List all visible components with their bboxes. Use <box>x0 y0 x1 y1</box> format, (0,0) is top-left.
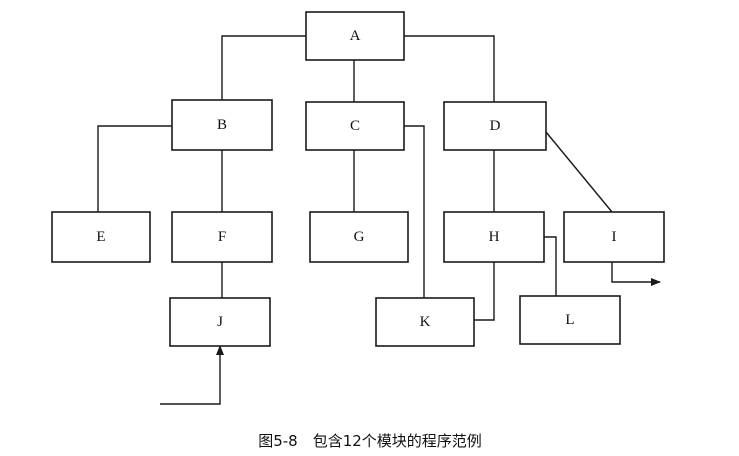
input-arrow-to-j <box>160 345 224 405</box>
module-g-label: G <box>354 229 365 245</box>
module-j: J <box>169 297 271 347</box>
figure-caption: 图5-8 包含12个模块的程序范例 <box>258 432 482 450</box>
module-c-label: C <box>350 118 360 134</box>
connector-h-l <box>544 236 557 296</box>
connector-b-e <box>97 125 172 212</box>
module-l: L <box>519 295 621 345</box>
connector-c-k <box>404 125 425 298</box>
module-h-label: H <box>489 229 500 245</box>
module-e: E <box>51 211 151 263</box>
module-b-label: B <box>217 117 227 133</box>
module-i-label: I <box>612 229 617 245</box>
module-e-label: E <box>96 229 105 245</box>
module-d: D <box>443 101 547 151</box>
module-l-label: L <box>565 312 574 328</box>
module-k: K <box>375 297 475 347</box>
output-arrow-from-i <box>611 262 661 286</box>
module-a-label: A <box>350 28 361 44</box>
connector-a-b <box>221 35 306 100</box>
module-d-label: D <box>490 118 501 134</box>
module-a: A <box>305 11 405 61</box>
module-g: G <box>309 211 409 263</box>
module-b: B <box>171 99 273 151</box>
module-k-label: K <box>420 314 431 330</box>
module-f-label: F <box>218 229 226 245</box>
connector-h-k <box>474 262 495 321</box>
connector-a-d <box>404 35 495 102</box>
module-c: C <box>305 101 405 151</box>
connector-d-i <box>545 131 613 213</box>
module-i: I <box>563 211 665 263</box>
module-j-label: J <box>217 314 223 330</box>
module-h: H <box>443 211 545 263</box>
module-f: F <box>171 211 273 263</box>
